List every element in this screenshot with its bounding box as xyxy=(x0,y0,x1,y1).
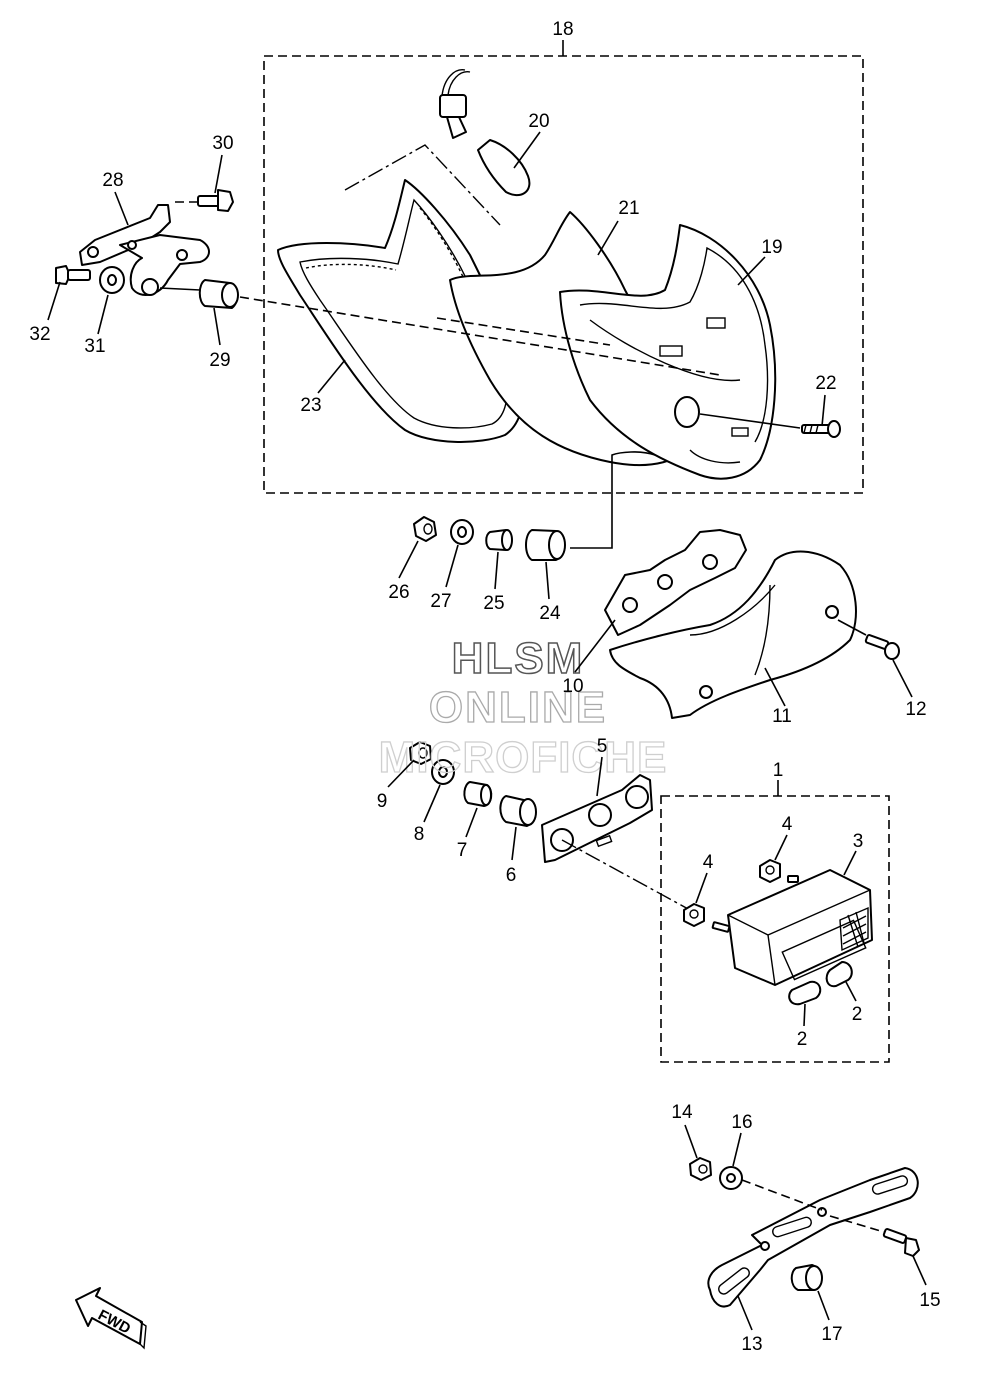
callout-15: 15 xyxy=(919,1290,940,1311)
nut-4-upper xyxy=(759,859,781,883)
nut-14 xyxy=(689,1157,712,1181)
group-1-box xyxy=(660,795,890,1063)
callout-24: 24 xyxy=(539,603,561,624)
callout-14: 14 xyxy=(671,1102,693,1123)
lens-19 xyxy=(559,224,777,480)
bolt-32 xyxy=(55,265,91,285)
callout-11: 11 xyxy=(772,706,792,727)
callout-9: 9 xyxy=(377,791,388,812)
watermark: HLSM ONLINE MICROFICHE xyxy=(378,633,668,782)
bolt-30 xyxy=(197,189,234,212)
callout-1: 1 xyxy=(773,760,784,781)
callouts: 18 20 21 19 22 23 30 28 29 31 32 26 27 2… xyxy=(29,19,940,1355)
bulb-2-left xyxy=(788,980,822,1006)
callout-4-lower: 4 xyxy=(703,852,714,873)
nut-9 xyxy=(409,741,432,765)
leader-lines xyxy=(47,131,927,1331)
nut-26 xyxy=(413,516,437,542)
callout-8: 8 xyxy=(414,824,425,845)
bulb-socket xyxy=(439,69,471,139)
callout-22: 22 xyxy=(815,373,836,394)
callout-32: 32 xyxy=(29,324,50,345)
bulb-20 xyxy=(477,139,531,197)
license-bracket-13 xyxy=(707,1167,919,1308)
grommet-29 xyxy=(198,279,239,309)
grommet-24 xyxy=(525,529,566,561)
washer-27 xyxy=(450,519,474,545)
callout-10: 10 xyxy=(562,676,583,697)
callout-18: 18 xyxy=(552,19,573,40)
grommet-6 xyxy=(499,795,537,827)
callout-26: 26 xyxy=(388,582,409,603)
plate-5 xyxy=(541,774,653,863)
callout-27: 27 xyxy=(430,591,451,612)
callout-28: 28 xyxy=(102,170,123,191)
watermark-line3: MICROFICHE xyxy=(379,733,668,782)
callout-2-left: 2 xyxy=(797,1029,808,1050)
washer-31 xyxy=(99,266,125,294)
lamp-3 xyxy=(711,869,873,986)
tail-cover-11 xyxy=(609,550,857,719)
nut-4-lower xyxy=(683,903,705,927)
grommet-17 xyxy=(790,1264,823,1291)
washer-8 xyxy=(431,759,455,785)
cover-10 xyxy=(604,529,747,636)
callout-29: 29 xyxy=(209,350,230,371)
bulb-2-right xyxy=(825,961,853,988)
callout-7: 7 xyxy=(457,840,468,861)
bolt-15 xyxy=(882,1228,920,1257)
callout-31: 31 xyxy=(84,336,105,357)
callout-21: 21 xyxy=(618,198,639,219)
collar-7 xyxy=(463,781,493,807)
callout-6: 6 xyxy=(506,865,517,886)
callout-25: 25 xyxy=(483,593,504,614)
callout-5: 5 xyxy=(597,736,608,757)
screw-22 xyxy=(801,420,841,438)
washer-16 xyxy=(719,1166,743,1190)
collar-25 xyxy=(485,529,513,551)
callout-3: 3 xyxy=(853,831,864,852)
watermark-line1: HLSM xyxy=(452,634,585,683)
bracket-28 xyxy=(79,204,210,296)
callout-20: 20 xyxy=(528,111,549,132)
callout-30: 30 xyxy=(212,133,233,154)
callout-13: 13 xyxy=(741,1334,762,1355)
callout-2-right: 2 xyxy=(852,1004,863,1025)
callout-16: 16 xyxy=(731,1112,752,1133)
watermark-line2: ONLINE xyxy=(429,683,607,732)
fwd-arrow-icon: FWD xyxy=(75,1287,147,1350)
callout-19: 19 xyxy=(761,237,782,258)
callout-12: 12 xyxy=(905,699,926,720)
screw-12 xyxy=(864,634,900,660)
callout-17: 17 xyxy=(821,1324,842,1345)
callout-23: 23 xyxy=(300,395,321,416)
callout-4-upper: 4 xyxy=(782,814,793,835)
